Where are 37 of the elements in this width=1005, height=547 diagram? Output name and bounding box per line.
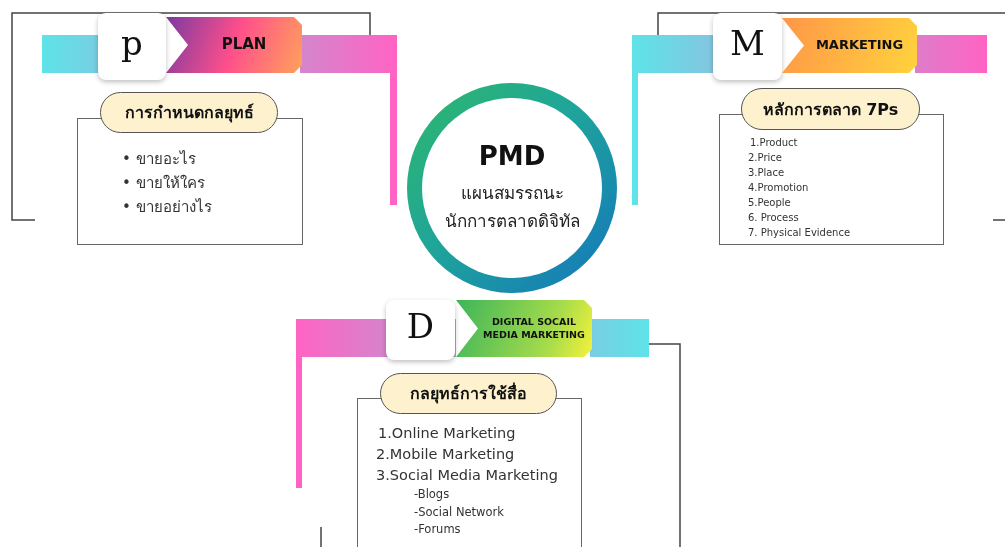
subtitle-text: แผนสมรรถนะ นักการตลาดดิจิทัล	[443, 182, 581, 233]
list-item: -Social Network	[414, 503, 505, 521]
letter-tile	[713, 13, 782, 80]
list-item: 4.Promotion	[748, 181, 810, 195]
list-item: • ขายอะไร	[122, 149, 197, 170]
list-item: 1.Online Marketing	[378, 424, 517, 443]
list-item: 2.Mobile Marketing	[376, 445, 516, 464]
letter: D	[406, 306, 435, 346]
list-item: -Blogs	[414, 486, 451, 503]
banner-title: PLAN	[221, 35, 267, 55]
list-item: 6. Process	[748, 211, 800, 225]
banner-title: DIGITAL SOCAIL MEDIA MARKETING	[482, 316, 586, 341]
list-item: 2.Price	[748, 151, 783, 165]
letter: p	[121, 22, 143, 63]
heading-pill	[741, 88, 920, 130]
list-item: -Forums	[414, 521, 462, 538]
heading-pill	[100, 92, 278, 133]
letter-tile	[386, 300, 455, 360]
list-item: 1.Product	[750, 136, 799, 150]
heading-text: กลยุทธ์การใช้สื่อ	[410, 381, 527, 406]
banner-ribbon	[166, 17, 302, 73]
letter-tile	[98, 13, 166, 80]
list-item: 5.People	[748, 196, 792, 210]
list-item: 7. Physical Evidence	[748, 226, 852, 240]
banner-ribbon	[456, 300, 592, 357]
letter: M	[730, 22, 765, 63]
list-item: 3.Social Media Marketing	[376, 466, 559, 485]
heading-pill	[380, 373, 557, 414]
title-text: PMD	[478, 141, 546, 171]
list-item: • ขายอย่างไร	[122, 197, 213, 218]
banner-ribbon	[782, 18, 917, 73]
list-item: 3.Place	[748, 166, 786, 180]
heading-text: หลักการตลาด 7Ps	[762, 98, 899, 121]
heading-text: การกำหนดกลยุทธ์	[124, 102, 254, 125]
list-item: • ขายให้ใคร	[122, 173, 206, 194]
banner-title: MARKETING	[815, 37, 904, 54]
content-box	[719, 114, 944, 245]
